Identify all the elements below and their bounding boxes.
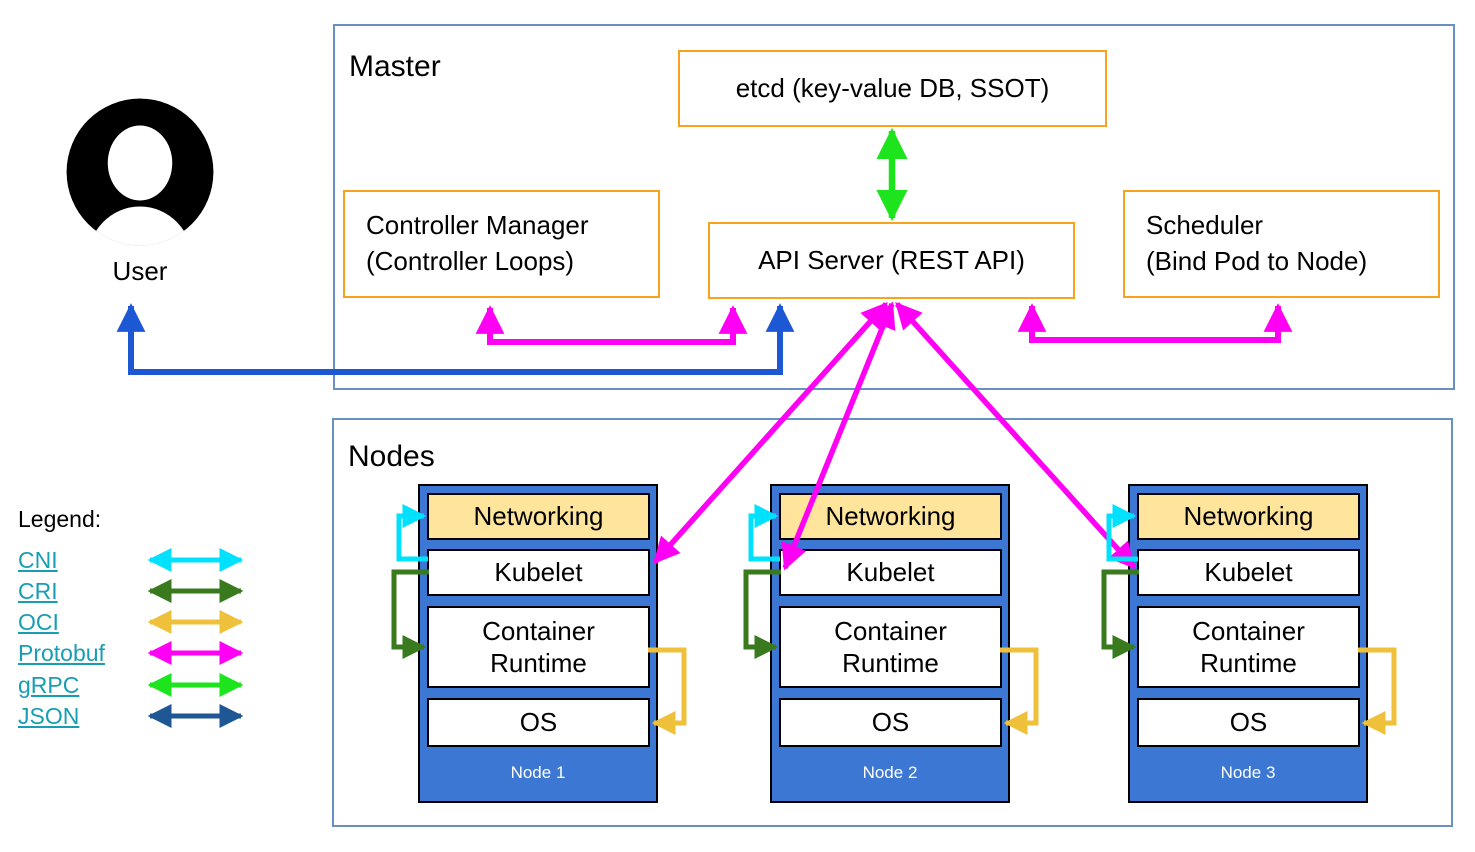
node-1-kubelet-layer: Kubelet <box>427 549 650 596</box>
node-3-networking-layer: Networking <box>1137 493 1360 540</box>
node-3-os-layer: OS <box>1137 698 1360 747</box>
controller-manager-box: Controller Manager (Controller Loops) <box>343 190 660 298</box>
master-title: Master <box>349 50 441 83</box>
node-2-networking-layer: Networking <box>779 493 1002 540</box>
node-1-networking-layer: Networking <box>427 493 650 540</box>
node-1-container-runtime-layer: Container Runtime <box>427 606 650 688</box>
legend-link-grpc[interactable]: gRPC <box>18 672 80 698</box>
legend-link-oci[interactable]: OCI <box>18 609 59 635</box>
legend-link-protobuf[interactable]: Protobuf <box>18 640 105 666</box>
node-1-os-layer: OS <box>427 698 650 747</box>
node-1-name: Node 1 <box>510 763 566 782</box>
node-2: Networking Kubelet Container Runtime OS … <box>770 484 1010 803</box>
legend-link-cri[interactable]: CRI <box>18 578 58 604</box>
node-3-container-runtime-layer: Container Runtime <box>1137 606 1360 688</box>
node-2-container-runtime-layer: Container Runtime <box>779 606 1002 688</box>
legend-link-json[interactable]: JSON <box>18 703 80 729</box>
user-icon <box>66 98 214 246</box>
node-1: Networking Kubelet Container Runtime OS … <box>418 484 658 803</box>
node-2-os-layer: OS <box>779 698 1002 747</box>
user-label: User <box>112 256 168 286</box>
node-2-name: Node 2 <box>862 763 918 782</box>
scheduler-box: Scheduler (Bind Pod to Node) <box>1123 190 1440 298</box>
node-3-name: Node 3 <box>1220 763 1276 782</box>
node-2-kubelet-layer: Kubelet <box>779 549 1002 596</box>
node-3-kubelet-layer: Kubelet <box>1137 549 1360 596</box>
node-3: Networking Kubelet Container Runtime OS … <box>1128 484 1368 803</box>
api-server-box: API Server (REST API) <box>708 222 1075 299</box>
nodes-title: Nodes <box>348 440 435 473</box>
legend-link-cni[interactable]: CNI <box>18 547 58 573</box>
etcd-box: etcd (key-value DB, SSOT) <box>678 50 1107 127</box>
legend-title: Legend: <box>18 506 102 532</box>
